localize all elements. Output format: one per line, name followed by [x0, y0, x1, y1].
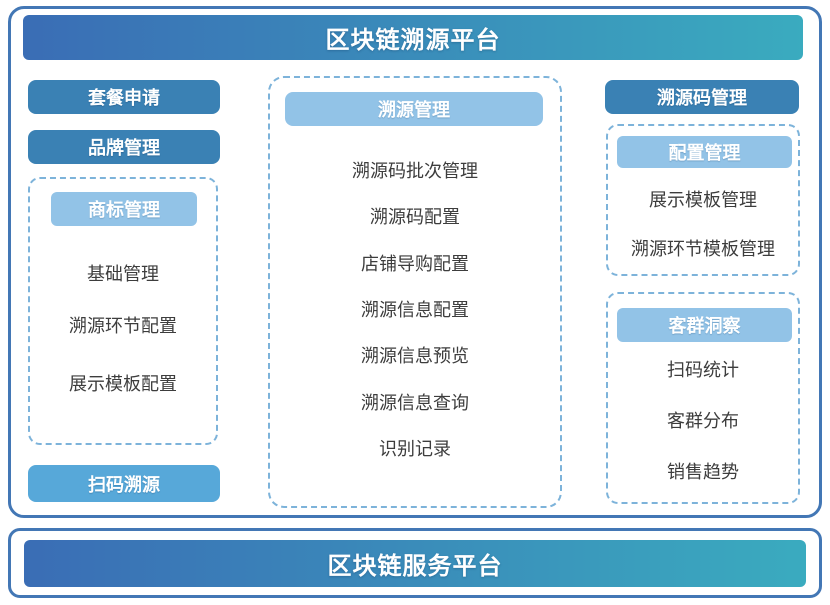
list-item: 店铺导购配置: [361, 254, 469, 275]
list-item: 溯源码批次管理: [352, 161, 478, 182]
list-item: 溯源信息配置: [361, 300, 469, 321]
package-apply-label: 套餐申请: [88, 88, 160, 109]
config-group-header: 配置管理: [617, 136, 792, 168]
list-item: 基础管理: [87, 264, 159, 285]
list-item: 溯源环节模板管理: [631, 239, 775, 260]
trademark-group-header: 商标管理: [51, 192, 197, 226]
tracecode-management-node: 溯源码管理: [605, 80, 799, 114]
customer-insight-group-header: 客群洞察: [617, 308, 792, 342]
list-item: 溯源码配置: [370, 207, 460, 228]
list-item: 展示模板管理: [649, 190, 757, 211]
service-platform-title: 区块链服务平台: [327, 552, 503, 580]
brand-management-node: 品牌管理: [28, 130, 220, 164]
trademark-group-header-label: 商标管理: [88, 200, 160, 221]
list-item: 识别记录: [379, 439, 451, 460]
brand-management-label: 品牌管理: [88, 138, 160, 159]
list-item: 扫码统计: [667, 360, 739, 381]
trace-management-header-label: 溯源管理: [378, 100, 450, 121]
list-item: 溯源信息预览: [361, 346, 469, 367]
package-apply-node: 套餐申请: [28, 80, 220, 114]
trace-management-group-header: 溯源管理: [285, 92, 543, 126]
trace-platform-title: 区块链溯源平台: [325, 26, 501, 54]
list-item: 溯源环节配置: [69, 316, 177, 337]
list-item: 溯源信息查询: [361, 393, 469, 414]
trace-platform-banner: 区块链溯源平台: [23, 15, 803, 60]
config-group-header-label: 配置管理: [668, 143, 741, 164]
customer-insight-header-label: 客群洞察: [668, 316, 741, 337]
trace-management-group-box: [268, 76, 562, 508]
list-item: 销售趋势: [667, 462, 739, 483]
list-item: 客群分布: [667, 411, 739, 432]
scan-trace-label: 扫码溯源: [88, 474, 160, 496]
tracecode-management-label: 溯源码管理: [657, 88, 747, 109]
service-platform-banner: 区块链服务平台: [24, 540, 806, 587]
list-item: 展示模板配置: [69, 374, 177, 395]
scan-trace-node: 扫码溯源: [28, 465, 220, 502]
